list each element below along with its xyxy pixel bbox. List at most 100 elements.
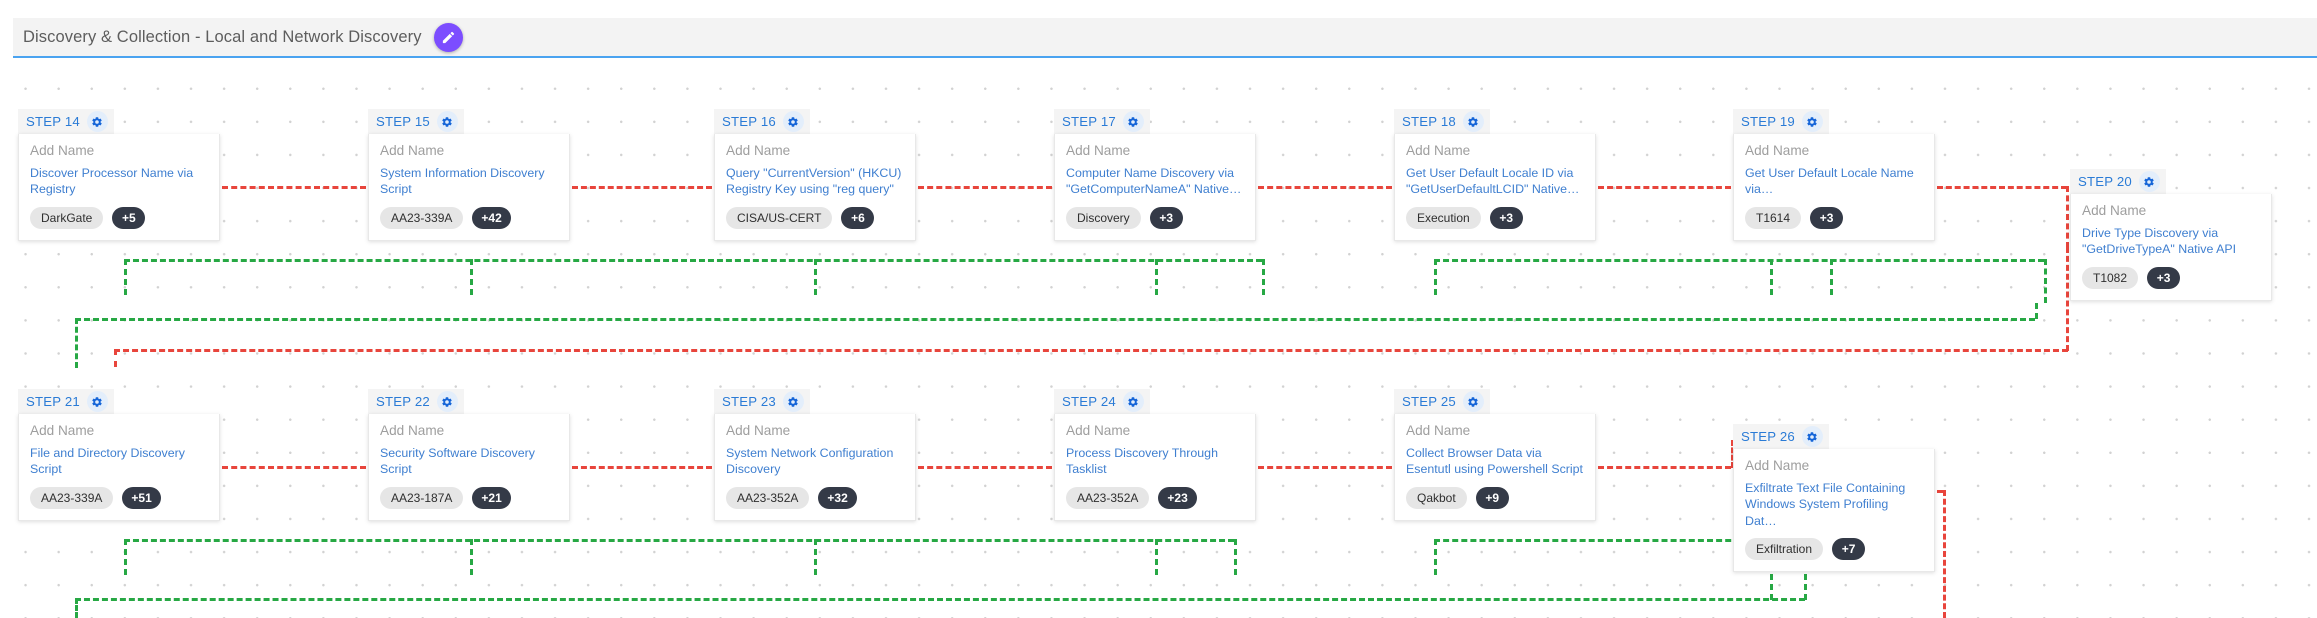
- step-tag-overflow-chip[interactable]: +9: [1475, 486, 1509, 509]
- step-tag-overflow-chip[interactable]: +6: [841, 206, 875, 229]
- step-name-input[interactable]: Add Name: [726, 423, 791, 438]
- step-description[interactable]: File and Directory Discovery Script: [30, 446, 185, 477]
- step-description[interactable]: System Information Discovery Script: [380, 166, 545, 197]
- gear-icon: [787, 396, 799, 408]
- step-tag-chip[interactable]: Qakbot: [1406, 486, 1467, 509]
- step-tag-overflow-chip[interactable]: +21: [472, 486, 511, 509]
- step-tag-overflow-chip[interactable]: +3: [1149, 206, 1183, 229]
- gear-icon: [91, 396, 103, 408]
- step-name-input[interactable]: Add Name: [30, 143, 95, 158]
- step-header: STEP 19: [1733, 109, 1829, 134]
- step-tag-chip[interactable]: AA23-339A: [30, 486, 114, 509]
- step-header: STEP 18: [1394, 109, 1490, 134]
- step-name-input[interactable]: Add Name: [2082, 203, 2147, 218]
- step-header: STEP 26: [1733, 424, 1829, 449]
- step-description[interactable]: Get User Default Locale ID via "GetUserD…: [1406, 166, 1580, 197]
- connector-v-red: [114, 349, 117, 367]
- connector-v-green: [470, 539, 473, 575]
- connector-v-red: [1943, 490, 1946, 618]
- step-name-input[interactable]: Add Name: [1406, 143, 1471, 158]
- step-description[interactable]: Discover Processor Name via Registry: [30, 166, 194, 197]
- connector-h-red: [1258, 466, 1392, 469]
- step-tag-chip[interactable]: Exfiltration: [1745, 538, 1824, 561]
- step-tag-overflow-chip[interactable]: +51: [122, 486, 161, 509]
- step-tags: CISA/US-CERT +6: [726, 206, 904, 229]
- step-description[interactable]: Process Discovery Through Tasklist: [1066, 446, 1218, 477]
- step-header: STEP 17: [1054, 109, 1150, 134]
- step-settings-button[interactable]: [1462, 391, 1484, 412]
- step-name-input[interactable]: Add Name: [1066, 423, 1131, 438]
- step-settings-button[interactable]: [436, 111, 458, 132]
- step-tag-overflow-chip[interactable]: +3: [2147, 266, 2181, 289]
- connector-v-green: [1262, 259, 1265, 295]
- step-settings-button[interactable]: [86, 111, 108, 132]
- step-tag-chip[interactable]: AA23-339A: [380, 206, 464, 229]
- step-tag-chip[interactable]: T1082: [2082, 266, 2139, 289]
- step-tag-overflow-chip[interactable]: +3: [1810, 206, 1844, 229]
- step-settings-button[interactable]: [86, 391, 108, 412]
- step-settings-button[interactable]: [782, 111, 804, 132]
- step-description[interactable]: Drive Type Discovery via "GetDriveTypeA"…: [2082, 226, 2237, 257]
- pencil-icon: [441, 30, 456, 45]
- connector-h-red: [1598, 466, 1731, 469]
- step-tag-chip[interactable]: T1614: [1745, 206, 1802, 229]
- step-header: STEP 23: [714, 389, 810, 414]
- step-tag-chip[interactable]: CISA/US-CERT: [726, 206, 833, 229]
- step-description[interactable]: Security Software Discovery Script: [380, 446, 535, 477]
- connector-h-red: [572, 466, 712, 469]
- step-label: STEP 16: [722, 114, 776, 129]
- connector-v-red: [2066, 247, 2069, 351]
- step-settings-button[interactable]: [782, 391, 804, 412]
- step-settings-button[interactable]: [1122, 111, 1144, 132]
- edit-workflow-button[interactable]: [433, 22, 463, 52]
- step-header: STEP 20: [2070, 169, 2166, 194]
- step-description[interactable]: Computer Name Discovery via "GetComputer…: [1066, 166, 1242, 197]
- connector-h-green: [75, 318, 2035, 321]
- step-tag-chip[interactable]: Execution: [1406, 206, 1481, 229]
- step-settings-button[interactable]: [436, 391, 458, 412]
- step-tag-overflow-chip[interactable]: +42: [472, 206, 511, 229]
- step-name-input[interactable]: Add Name: [1066, 143, 1131, 158]
- step-settings-button[interactable]: [1122, 391, 1144, 412]
- step-tag-chip[interactable]: AA23-352A: [726, 486, 810, 509]
- step-tag-chip[interactable]: Discovery: [1066, 206, 1141, 229]
- step-tag-overflow-chip[interactable]: +7: [1832, 538, 1866, 561]
- step-tag-overflow-chip[interactable]: +3: [1489, 206, 1523, 229]
- step-name-input[interactable]: Add Name: [380, 423, 445, 438]
- step-tag-overflow-chip[interactable]: +23: [1158, 486, 1197, 509]
- step-name-input[interactable]: Add Name: [726, 143, 791, 158]
- step-label: STEP 23: [722, 394, 776, 409]
- step-settings-button[interactable]: [2138, 171, 2160, 192]
- step-tag-chip[interactable]: DarkGate: [30, 206, 104, 229]
- step-name-input[interactable]: Add Name: [380, 143, 445, 158]
- step-settings-button[interactable]: [1801, 111, 1823, 132]
- step-name-input[interactable]: Add Name: [30, 423, 95, 438]
- step-tag-overflow-chip[interactable]: +32: [818, 486, 857, 509]
- step-settings-button[interactable]: [1462, 111, 1484, 132]
- step-description[interactable]: Query "CurrentVersion" (HKCU) Registry K…: [726, 166, 902, 197]
- step-description[interactable]: System Network Configuration Discovery: [726, 446, 894, 477]
- step-description[interactable]: Collect Browser Data via Esentutl using …: [1406, 446, 1583, 477]
- step-name-input[interactable]: Add Name: [1745, 143, 1810, 158]
- step-header: STEP 16: [714, 109, 810, 134]
- step-tag-overflow-chip[interactable]: +5: [112, 206, 146, 229]
- step-label: STEP 25: [1402, 394, 1456, 409]
- step-header: STEP 15: [368, 109, 464, 134]
- step-tag-chip[interactable]: AA23-352A: [1066, 486, 1150, 509]
- step-tags: Exfiltration +7: [1745, 538, 1923, 561]
- step-settings-button[interactable]: [1801, 426, 1823, 447]
- connector-h-red: [1937, 490, 1943, 493]
- step-description[interactable]: Get User Default Locale Name via…: [1745, 166, 1914, 197]
- gear-icon: [441, 396, 453, 408]
- step-name-input[interactable]: Add Name: [1406, 423, 1471, 438]
- step-description[interactable]: Exfiltrate Text File Containing Windows …: [1745, 481, 1906, 528]
- step-name-input[interactable]: Add Name: [1745, 458, 1810, 473]
- step-tag-chip[interactable]: AA23-187A: [380, 486, 464, 509]
